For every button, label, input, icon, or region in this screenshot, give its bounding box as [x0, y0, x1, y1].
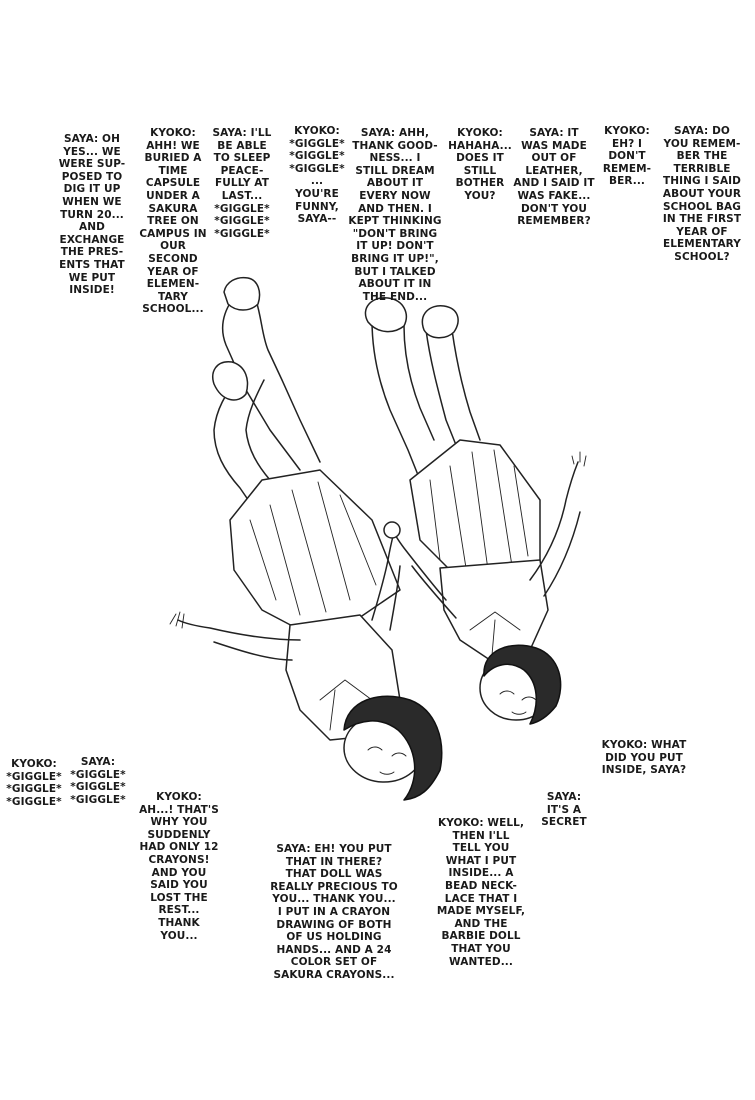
left-girl-left-arm — [177, 619, 301, 641]
speech-bubble-saya-sleep-peacefully: SAYA: I'LL BE ABLE TO SLEEP PEACE- FULLY… — [212, 127, 272, 240]
right-girl-leg-a-inner — [403, 325, 435, 441]
speech-bubble-kyoko-what-did-you-put: KYOKO: WHAT DID YOU PUT INSIDE, SAYA? — [601, 739, 687, 777]
right-girl-right-hand — [571, 451, 587, 467]
right-girl-skirt-pleats — [429, 449, 529, 571]
right-girl-hair — [483, 644, 562, 725]
left-girl-right-arm — [371, 531, 395, 621]
left-girl-skirt-pleats — [249, 481, 377, 616]
right-girl-sock-a — [364, 297, 408, 333]
speech-bubble-kyoko-bother: KYOKO: HAHAHA... DOES IT STILL BOTHER YO… — [448, 127, 512, 202]
left-girl-left-arm-lower — [213, 641, 293, 661]
right-girl-sailor-collar — [469, 611, 521, 656]
right-girl-blouse — [439, 559, 549, 661]
left-girl-shoe-top — [223, 276, 261, 311]
right-girl-face-features — [499, 690, 537, 715]
right-girl-leg-a-outer — [371, 319, 421, 481]
left-girl-shoe-bottom — [212, 361, 249, 401]
right-girl-left-arm-inner — [411, 565, 457, 619]
left-girl-skirt — [229, 469, 401, 631]
speech-bubble-kyoko-dont-remember: KYOKO: EH? I DON'T REMEM- BER... — [602, 125, 652, 188]
speech-bubble-saya-secret: SAYA: IT'S A SECRET — [541, 791, 587, 829]
speech-bubble-kyoko-time-capsule: KYOKO: AHH! WE BURIED A TIME CAPSULE UND… — [139, 127, 207, 316]
speech-bubble-kyoko-crayons: KYOKO: AH...! THAT'S WHY YOU SUDDENLY HA… — [139, 791, 219, 942]
speech-bubble-kyoko-giggle: KYOKO: *GIGGLE* *GIGGLE* *GIGGLE* — [6, 758, 62, 808]
left-girl-left-hand — [169, 611, 185, 629]
right-girl-sock-b — [421, 305, 459, 339]
speech-bubble-kyoko-what-i-put: KYOKO: WELL, THEN I'LL TELL YOU WHAT I P… — [436, 817, 526, 968]
joined-hands — [383, 521, 401, 539]
left-girl-right-arm-inner — [389, 565, 401, 631]
right-girl-right-arm — [529, 461, 579, 581]
right-girl-right-arm-inner — [543, 511, 581, 597]
right-girl-figure — [364, 297, 587, 725]
right-girl-leg-b-inner — [451, 329, 481, 441]
speech-bubble-kyoko-giggle-funny: KYOKO: *GIGGLE* *GIGGLE* *GIGGLE* ... YO… — [289, 125, 345, 226]
left-girl-lower-leg-inner — [245, 379, 271, 481]
speech-bubble-saya-oh-yes: SAYA: OH YES... WE WERE SUP- POSED TO DI… — [58, 133, 126, 297]
left-girl-hair — [343, 695, 443, 801]
speech-bubble-saya-school-bag: SAYA: DO YOU REMEM- BER THE TERRIBLE THI… — [662, 125, 742, 263]
left-girl-sailor-collar — [319, 679, 373, 731]
left-girl-raised-leg-inner — [255, 299, 321, 463]
speech-bubble-saya-leather: SAYA: IT WAS MADE OUT OF LEATHER, AND I … — [513, 127, 595, 228]
left-girl-figure — [169, 276, 443, 801]
speech-bubble-saya-giggle: SAYA: *GIGGLE* *GIGGLE* *GIGGLE* — [70, 756, 126, 806]
right-girl-leg-b-outer — [425, 329, 459, 451]
speech-bubble-saya-dream: SAYA: AHH, THANK GOOD- NESS... I STILL D… — [348, 127, 442, 303]
speech-bubble-saya-doll-precious: SAYA: EH! YOU PUT THAT IN THERE? THAT DO… — [270, 843, 398, 981]
left-girl-face-features — [367, 746, 407, 775]
